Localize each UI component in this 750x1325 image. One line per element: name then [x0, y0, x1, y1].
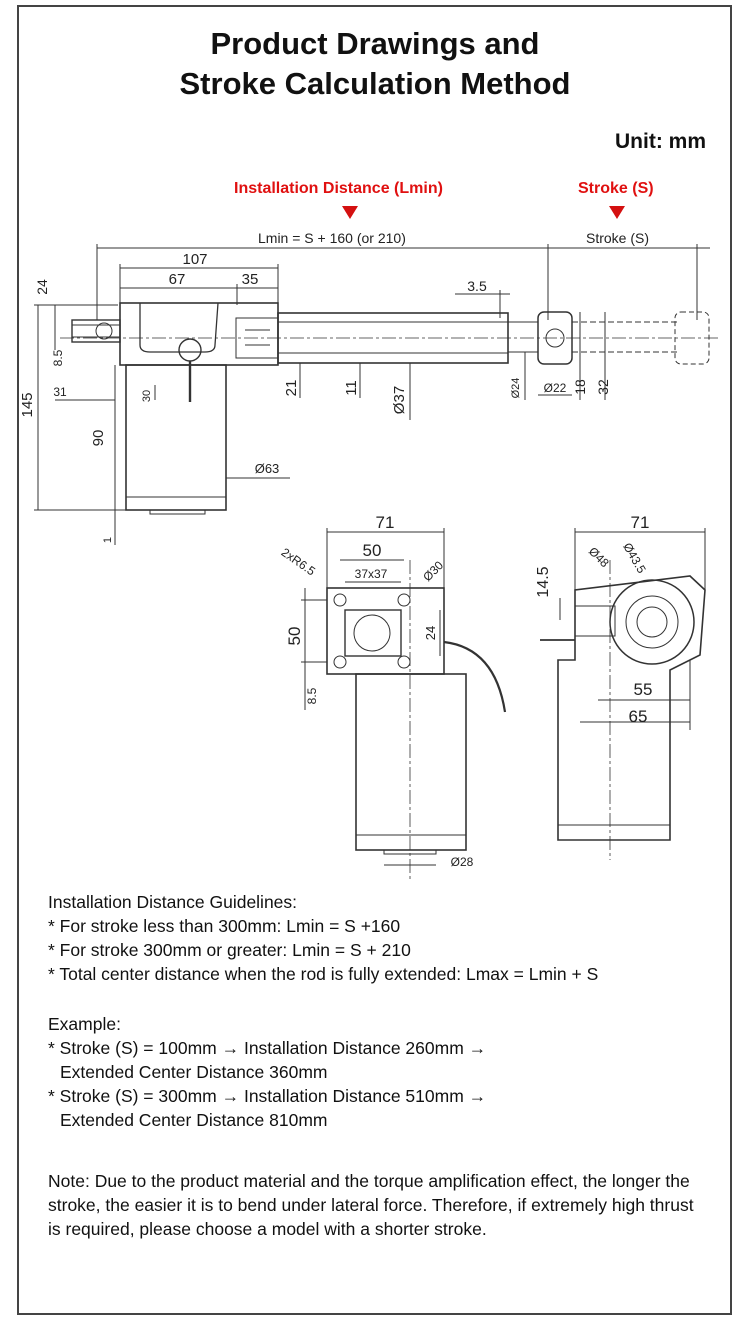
example-item-line1: * Stroke (S) = 100mm → Installation Dist… [48, 1038, 487, 1058]
end-dim-14-5: 14.5 [535, 566, 552, 597]
title-line-2: Stroke Calculation Method [179, 66, 571, 101]
example-item-line2: Extended Center Distance 810mm [60, 1110, 328, 1130]
dim-31: 31 [53, 385, 67, 399]
end-dim-dia-48: Ø48 [586, 544, 612, 570]
technical-drawing: 107 67 35 3.5 24 8.5 31 145 30 90 1 21 1… [19, 244, 720, 880]
installation-distance-arrow-icon [342, 206, 358, 219]
dim-dia-63: Ø63 [255, 461, 280, 476]
installation-guidelines: Installation Distance Guidelines: * For … [48, 890, 708, 986]
example-section: Example: * Stroke (S) = 100mm → Installa… [48, 1012, 708, 1132]
stroke-formula: Stroke (S) [586, 230, 650, 246]
end-dim-55: 55 [634, 680, 653, 699]
dim-67: 67 [169, 271, 186, 288]
dim-8-5-left: 8.5 [51, 349, 65, 366]
front-dim-r6-5: 2xR6.5 [279, 545, 318, 578]
dim-21: 21 [283, 380, 300, 397]
stroke-arrow-icon [609, 206, 625, 219]
dim-dia-24-rod: Ø24 [510, 378, 522, 399]
front-dim-dia-28: Ø28 [451, 855, 474, 869]
example-item-line1: * Stroke (S) = 300mm → Installation Dist… [48, 1086, 487, 1106]
front-dim-50-side: 50 [285, 627, 304, 646]
unit-label: Unit: mm [615, 130, 706, 153]
page-frame [17, 5, 732, 1315]
example-item-line2: Extended Center Distance 360mm [60, 1062, 328, 1082]
dim-145: 145 [19, 392, 36, 417]
front-dim-71: 71 [376, 513, 395, 532]
end-dim-dia-43-5: Ø43.5 [620, 540, 649, 576]
dim-11: 11 [343, 380, 360, 396]
front-dim-8-5: 8.5 [305, 687, 319, 704]
guideline-item: * For stroke 300mm or greater: Lmin = S … [48, 940, 411, 960]
dim-1: 1 [102, 537, 114, 543]
dim-32: 32 [595, 379, 611, 395]
lmin-formula: Lmin = S + 160 (or 210) [258, 230, 406, 246]
dim-30-side: 30 [141, 390, 153, 402]
front-dim-37x37: 37x37 [355, 567, 388, 581]
front-dim-dia-30: Ø30 [420, 558, 446, 584]
guideline-item: * Total center distance when the rod is … [48, 964, 599, 984]
stroke-callout: Stroke (S) [578, 180, 654, 197]
page-title: Product Drawings and Stroke Calculation … [0, 24, 750, 104]
dim-107: 107 [182, 251, 207, 268]
dim-90: 90 [90, 430, 107, 447]
dim-35: 35 [242, 271, 259, 288]
dim-24-left: 24 [34, 279, 50, 295]
note-paragraph: Note: Due to the product material and th… [48, 1171, 694, 1239]
dim-dia-37: Ø37 [391, 386, 408, 414]
installation-distance-callout: Installation Distance (Lmin) [234, 180, 443, 197]
dim-3-5: 3.5 [467, 278, 487, 294]
example-heading: Example: [48, 1014, 121, 1034]
end-dim-71: 71 [631, 513, 650, 532]
title-line-1: Product Drawings and [210, 26, 540, 61]
dim-18: 18 [572, 379, 588, 395]
end-dim-65: 65 [629, 707, 648, 726]
dim-dia-22: Ø22 [544, 381, 567, 395]
front-dim-24: 24 [423, 626, 438, 640]
front-dim-50-top: 50 [363, 541, 382, 560]
guidelines-heading: Installation Distance Guidelines: [48, 892, 298, 912]
guideline-item: * For stroke less than 300mm: Lmin = S +… [48, 916, 401, 936]
